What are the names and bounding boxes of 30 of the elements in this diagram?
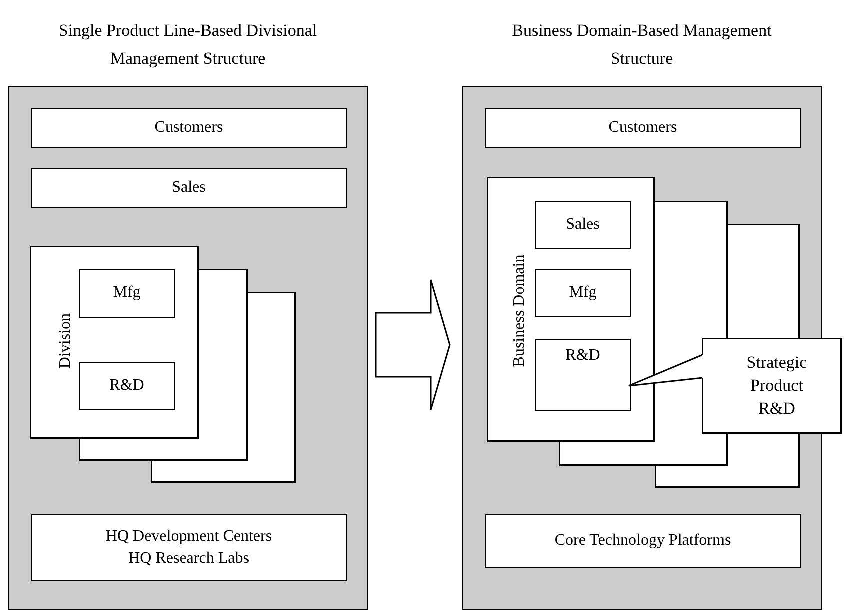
card-label: Business Domain	[510, 254, 529, 368]
unit-label: Sales	[171, 178, 207, 198]
unit-box	[535, 339, 631, 411]
unit-box	[535, 201, 631, 249]
unit-label: Customers	[154, 118, 224, 138]
unit-box	[535, 269, 631, 317]
callout-text: Strategic Product R&D	[746, 352, 808, 420]
unit-label: Sales	[565, 215, 601, 235]
card-label: Division	[56, 313, 75, 369]
unit-label: Mfg	[568, 283, 598, 303]
unit-label: R&D	[564, 346, 602, 366]
unit-box	[31, 514, 347, 581]
block-arrow	[375, 279, 451, 411]
panel-title: Single Product Line-Based Divisional Management Structure	[58, 20, 318, 70]
callout-bubble	[702, 338, 842, 434]
unit-box	[31, 108, 347, 148]
panel-title: Business Domain-Based Management Structure	[511, 20, 773, 70]
unit-label: Mfg	[112, 283, 142, 303]
unit-box	[79, 269, 175, 318]
unit-box	[31, 168, 347, 208]
unit-label: Customers	[608, 118, 678, 138]
stacked-cards	[30, 246, 296, 483]
unit-label: R&D	[108, 376, 146, 396]
unit-box	[79, 362, 175, 410]
unit-label: Core Technology Platforms	[554, 531, 732, 551]
callout-pointer	[628, 354, 704, 387]
unit-label: HQ Development Centers	[104, 527, 274, 547]
unit-box	[485, 108, 801, 148]
unit-box	[485, 514, 801, 568]
unit-label: HQ Research Labs	[128, 549, 250, 569]
